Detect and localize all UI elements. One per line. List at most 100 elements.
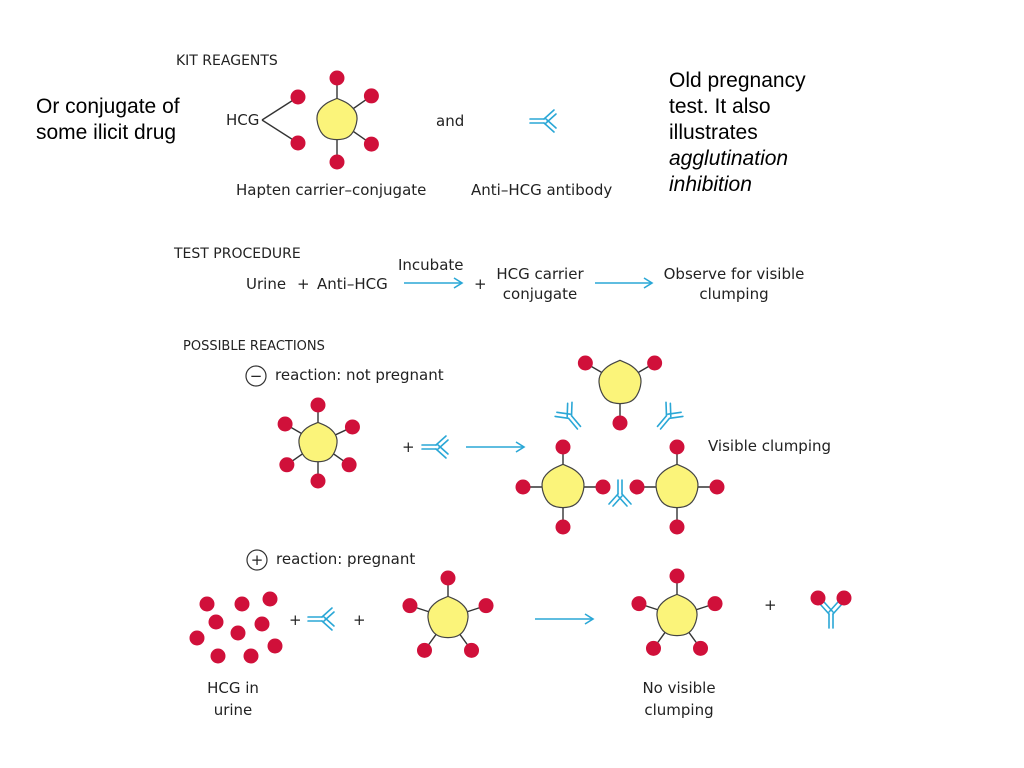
- negative-reaction-label: reaction: not pregnant: [275, 366, 444, 384]
- carrier-conjugates-layer: [277, 70, 725, 658]
- antibody-arm: [665, 401, 672, 418]
- plus-sign: +: [297, 275, 310, 293]
- free-hcg-molecule: [230, 625, 246, 641]
- hapten-molecule: [707, 596, 723, 612]
- conjugate-step-label: HCG carrier conjugate: [496, 265, 584, 303]
- antibody-icon: [554, 401, 582, 430]
- free-hcg-molecule: [199, 596, 215, 612]
- misc-shapes-layer: [245, 89, 306, 571]
- positive-sign-circle: [246, 549, 268, 571]
- carrier-protein: [298, 421, 338, 463]
- negative-sign: −: [249, 367, 263, 385]
- antibody-icon: [656, 401, 684, 430]
- antibody-arm: [543, 118, 557, 133]
- antibody-stem: [529, 118, 545, 124]
- antibody-arm: [435, 444, 449, 459]
- arrow-head: [453, 277, 464, 289]
- kit-reagents-heading: KIT REAGENTS: [176, 53, 278, 69]
- antibody-arm: [554, 411, 572, 420]
- clump-conjugate-left: [515, 439, 611, 535]
- antibodies-layer: [307, 109, 852, 631]
- negative-sign-circle: [245, 365, 267, 387]
- hapten-molecule: [631, 596, 647, 612]
- hapten-molecule: [279, 457, 295, 473]
- carrier-protein: [656, 593, 698, 637]
- anti-hcg-antibody-icon: [529, 109, 557, 133]
- hapten-molecule: [290, 89, 306, 105]
- antibody-arm: [566, 401, 573, 418]
- positive-reaction-label: reaction: pregnant: [276, 550, 416, 568]
- antibody-caption: Anti–HCG antibody: [471, 181, 613, 199]
- no-visible-clumping-label: No visible clumping: [642, 679, 716, 719]
- plus-sign: +: [353, 611, 366, 629]
- arrow-head: [584, 613, 595, 625]
- antibody-stem: [656, 414, 671, 430]
- hapten-molecule: [669, 519, 685, 535]
- free-hcg-molecule: [243, 648, 259, 664]
- free-hcg-molecule: [262, 591, 278, 607]
- and-label: and: [436, 112, 465, 130]
- bound-antibody-icon: [819, 601, 843, 629]
- hapten-carrier-conjugate: [316, 70, 379, 170]
- carrier-protein: [655, 463, 699, 509]
- hapten-molecule: [277, 416, 293, 432]
- anti-hcg-label: Anti–HCG: [317, 275, 388, 293]
- clump-conjugate-right: [629, 439, 725, 535]
- antibody-icon: [608, 479, 632, 507]
- hapten-molecule: [363, 136, 379, 152]
- hapten-molecule: [363, 88, 379, 104]
- side-note-right: Old pregnancy test. It also illustrates …: [669, 68, 849, 198]
- antibody-arm: [321, 607, 335, 622]
- carrier-protein: [316, 97, 358, 141]
- hapten-molecule: [416, 642, 432, 658]
- positive-sign: +: [250, 551, 264, 569]
- bound-hcg-molecule: [810, 590, 826, 606]
- conjugate-negative-start: [277, 397, 360, 489]
- antibody-arm: [543, 109, 557, 124]
- antibody-arm: [608, 493, 623, 507]
- observe-step-label: Observe for visible clumping: [663, 265, 805, 303]
- carrier-protein: [541, 463, 585, 509]
- hapten-molecule: [478, 598, 494, 614]
- hapten-molecule: [310, 473, 326, 489]
- hapten-molecule: [310, 397, 326, 413]
- free-hcg-molecule: [189, 630, 205, 646]
- free-hcg-molecule: [208, 614, 224, 630]
- hapten-molecule: [629, 479, 645, 495]
- plus-sign: +: [402, 438, 415, 456]
- urine-label: Urine: [246, 275, 287, 293]
- hapten-molecule: [669, 568, 685, 584]
- bound-hcg-molecule: [836, 590, 852, 606]
- side-note-left: Or conjugate of some ilicit drug: [36, 95, 180, 144]
- clump-conjugate-top: [577, 355, 663, 431]
- hapten-molecule: [595, 479, 611, 495]
- free-hcg-layer: [189, 591, 283, 664]
- hapten-molecule: [341, 457, 357, 473]
- hapten-molecule: [329, 70, 345, 86]
- hapten-molecule: [515, 479, 531, 495]
- hcg-in-urine-label: HCG in urine: [207, 679, 259, 719]
- hapten-molecule: [329, 154, 345, 170]
- plus-sign: +: [289, 611, 302, 629]
- observe-arrow: [595, 277, 654, 289]
- hapten-molecule: [647, 355, 663, 371]
- antibody-arm: [666, 411, 684, 420]
- free-hcg-molecule: [267, 638, 283, 654]
- possible-reactions-heading: POSSIBLE REACTIONS: [183, 339, 325, 354]
- antibody-stem: [828, 613, 834, 629]
- reaction-arrow: [466, 441, 526, 453]
- arrow-head: [643, 277, 654, 289]
- hcg-bracket: [261, 96, 299, 144]
- antibody-arm: [617, 493, 632, 507]
- hapten-molecule: [577, 355, 593, 371]
- antibody-icon: [421, 435, 449, 459]
- carrier-protein: [598, 359, 642, 405]
- hapten-molecule: [612, 415, 628, 431]
- free-hcg-molecule: [234, 596, 250, 612]
- hapten-molecule: [402, 598, 418, 614]
- hapten-molecule: [440, 570, 456, 586]
- arrows-layer: [404, 277, 654, 625]
- antibody-stem: [567, 414, 582, 430]
- free-hcg-molecule: [210, 648, 226, 664]
- incubate-arrow: [404, 277, 464, 289]
